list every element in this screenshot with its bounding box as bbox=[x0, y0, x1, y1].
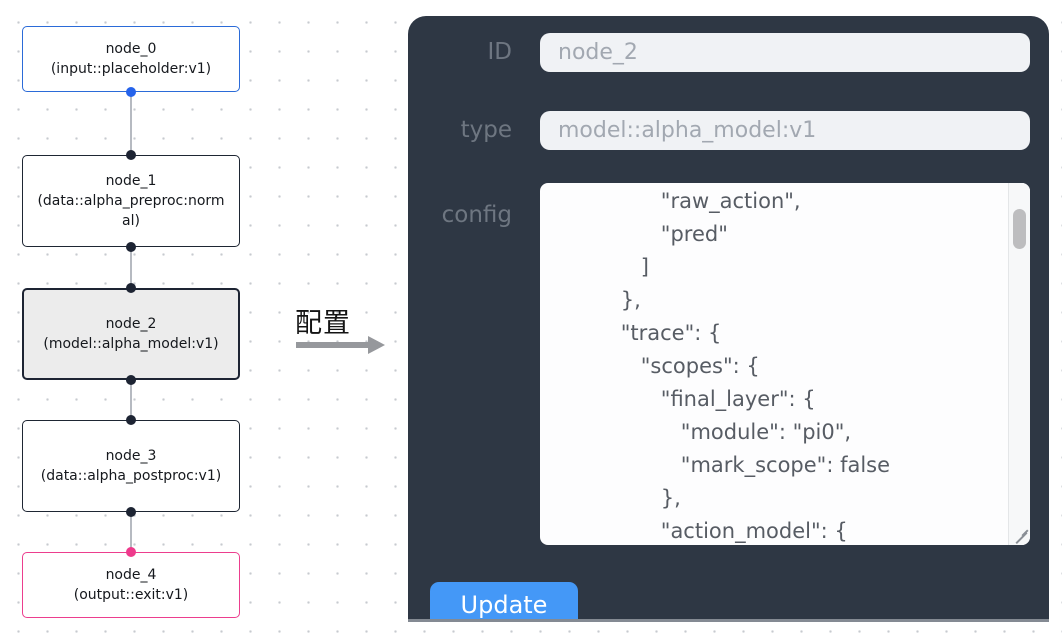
node-type: (data::alpha_preproc:normal) bbox=[37, 193, 225, 229]
flow-node-0[interactable]: node_0 (input::placeholder:v1) bbox=[22, 26, 240, 92]
update-button[interactable]: Update bbox=[430, 582, 578, 619]
resize-handle-icon[interactable] bbox=[1009, 524, 1029, 544]
port-output[interactable] bbox=[126, 375, 136, 385]
node-name: node_3 bbox=[105, 448, 157, 464]
node-name: node_0 bbox=[105, 41, 157, 57]
id-field-label: ID bbox=[487, 39, 513, 65]
node-name: node_2 bbox=[105, 316, 157, 332]
flow-node-3[interactable]: node_3 (data::alpha_postproc:v1) bbox=[22, 420, 240, 512]
type-input[interactable] bbox=[540, 111, 1030, 150]
edge-connector bbox=[130, 92, 132, 155]
node-type: (model::alpha_model:v1) bbox=[43, 336, 219, 352]
config-panel: ID type config "raw_action", "pred" ] },… bbox=[408, 16, 1049, 622]
node-type: (output::exit:v1) bbox=[73, 587, 189, 603]
arrow-right-icon bbox=[296, 336, 388, 354]
flow-node-1[interactable]: node_1 (data::alpha_preproc:normal) bbox=[22, 155, 240, 247]
flow-node-4[interactable]: node_4 (output::exit:v1) bbox=[22, 552, 240, 618]
node-type: (input::placeholder:v1) bbox=[50, 61, 212, 77]
edge-connector bbox=[130, 247, 132, 288]
port-input[interactable] bbox=[126, 415, 136, 425]
node-type: (data::alpha_postproc:v1) bbox=[40, 468, 222, 484]
node-name: node_4 bbox=[105, 567, 157, 583]
port-output[interactable] bbox=[126, 507, 136, 517]
port-input[interactable] bbox=[126, 547, 136, 557]
node-name: node_1 bbox=[105, 173, 157, 189]
scrollbar[interactable] bbox=[1008, 183, 1030, 545]
flow-node-2-selected[interactable]: node_2 (model::alpha_model:v1) bbox=[22, 288, 240, 380]
edge-connector bbox=[130, 380, 132, 420]
config-field-label: config bbox=[441, 202, 512, 228]
port-input[interactable] bbox=[126, 283, 136, 293]
id-input[interactable] bbox=[540, 33, 1030, 72]
scrollbar-thumb[interactable] bbox=[1013, 209, 1026, 249]
port-input[interactable] bbox=[126, 150, 136, 160]
edge-connector bbox=[130, 512, 132, 552]
config-textarea[interactable]: "raw_action", "pred" ] }, "trace": { "sc… bbox=[540, 183, 1030, 545]
transition-label: 配置 bbox=[295, 308, 351, 339]
port-output[interactable] bbox=[126, 87, 136, 97]
type-field-label: type bbox=[460, 117, 512, 143]
port-output[interactable] bbox=[126, 242, 136, 252]
config-json-content[interactable]: "raw_action", "pred" ] }, "trace": { "sc… bbox=[620, 189, 891, 543]
